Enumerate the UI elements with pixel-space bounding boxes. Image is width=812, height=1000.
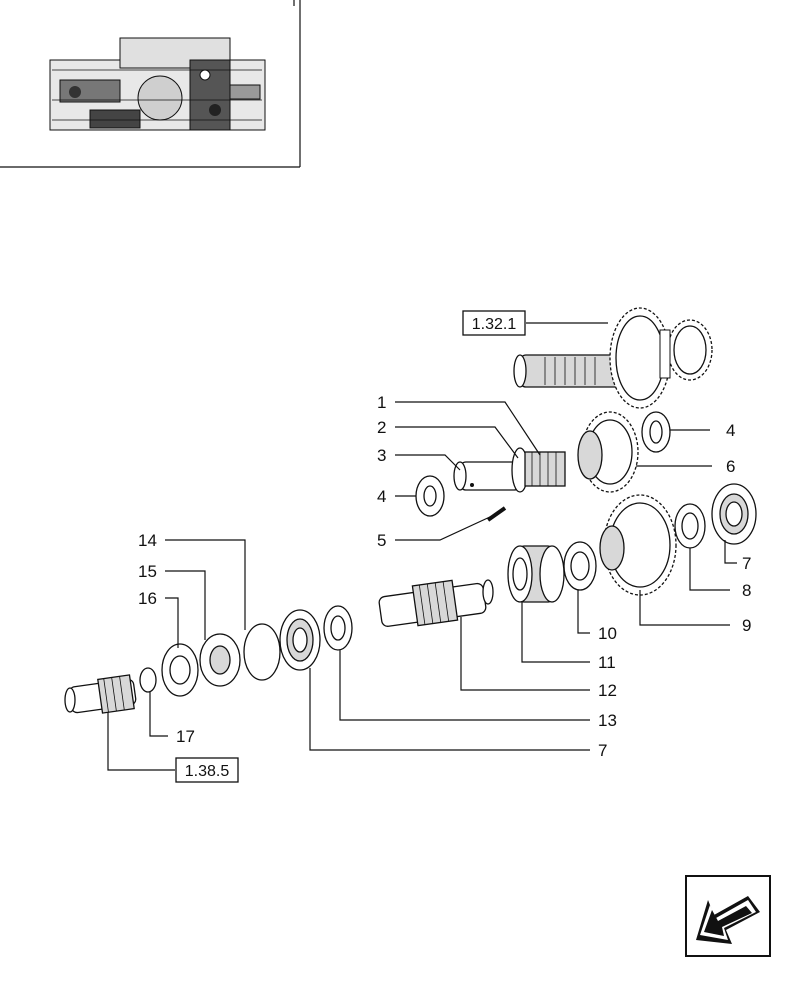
callout-6: 6: [726, 457, 735, 476]
callout-13: 13: [598, 711, 617, 730]
snap-ring: [139, 667, 157, 693]
reference-box-bottom[interactable]: 1.38.5: [175, 757, 239, 783]
leader-lines: [107, 322, 737, 771]
back-arrow-icon[interactable]: [685, 875, 771, 957]
callout-numbers: 1 2 3 4 5 4 6 7 8 9 10 11 12 13 7 14 15 …: [138, 393, 751, 760]
callout-15: 15: [138, 562, 157, 581]
main-shaft: [378, 579, 494, 627]
location-thumbnail: [0, 0, 301, 168]
oil-seal: [199, 633, 241, 687]
callout-4-right: 4: [726, 421, 735, 440]
ball-bearing-left: [279, 609, 321, 671]
svg-text:1.38.5: 1.38.5: [185, 763, 230, 780]
callout-5: 5: [377, 531, 386, 550]
short-shaft-assembly: [453, 447, 566, 493]
callout-16: 16: [138, 589, 157, 608]
svg-text:1.32.1: 1.32.1: [472, 316, 517, 333]
upper-gear-cluster: [513, 307, 713, 409]
callout-1: 1: [377, 393, 386, 412]
callout-8: 8: [742, 581, 751, 600]
callout-14: 14: [138, 531, 157, 550]
callout-3: 3: [377, 446, 386, 465]
sliding-gear: [577, 411, 639, 493]
callout-4-left: 4: [377, 487, 386, 506]
reference-box-top[interactable]: 1.32.1: [462, 310, 526, 336]
roll-pin: [486, 506, 507, 522]
ball-bearing-right: [711, 483, 757, 545]
output-shaft-stub: [64, 674, 137, 714]
callout-17: 17: [176, 727, 195, 746]
seal-ring: [161, 643, 199, 697]
callout-7-bottom: 7: [598, 741, 607, 760]
callout-10: 10: [598, 624, 617, 643]
driven-gear: [599, 494, 677, 596]
callout-12: 12: [598, 681, 617, 700]
callout-7-right: 7: [742, 554, 751, 573]
coupling-hub: [507, 545, 565, 603]
transmission-housing-sketch: [49, 37, 266, 131]
callout-11: 11: [598, 653, 616, 672]
callout-9: 9: [742, 616, 751, 635]
circlip: [243, 623, 281, 681]
callout-2: 2: [377, 418, 386, 437]
